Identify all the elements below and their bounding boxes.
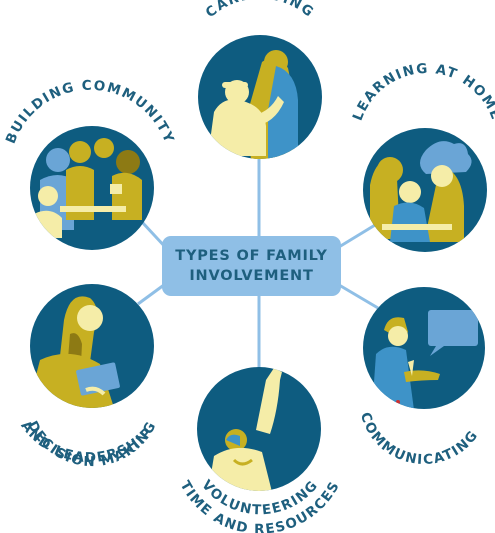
volunteering-node: VOLUNTEERING TIME AND RESOURCES <box>177 367 342 533</box>
learning-node: LEARNING AT HOME <box>350 61 495 252</box>
caregiving-label: CAREGIVING <box>203 0 318 21</box>
building-community-illustration <box>34 138 142 238</box>
caregiving-node: CAREGIVING <box>198 0 322 159</box>
connector-learning <box>333 220 381 252</box>
communicating-node: COMMUNICATING <box>357 287 485 468</box>
learning-at-home-illustration <box>370 141 472 242</box>
learning-label: LEARNING AT HOME <box>350 61 495 123</box>
center-title-box: TYPES OF FAMILY INVOLVEMENT <box>162 236 341 296</box>
caregiving-illustration <box>208 50 298 159</box>
center-title-line2: INVOLVEMENT <box>189 268 314 284</box>
decision-node: DECISION MAKING AND LEADERSHIP <box>17 284 158 470</box>
connector-communicating <box>333 280 379 310</box>
communicating-label: COMMUNICATING <box>357 410 482 468</box>
community-node: BUILDING COMMUNITY <box>3 78 176 250</box>
center-title-line1: TYPES OF FAMILY <box>175 248 328 264</box>
